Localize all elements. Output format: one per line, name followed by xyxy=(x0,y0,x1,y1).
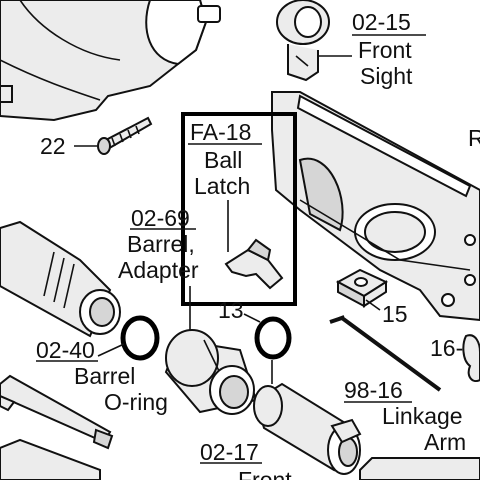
ball-latch-number-label: FA-18 xyxy=(190,119,251,145)
part-15-leader-line xyxy=(365,299,381,311)
right-edge-partial-label: R xyxy=(468,125,480,151)
front-bolt-drawing xyxy=(253,382,362,475)
front-sight-number-label: 02-15 xyxy=(352,9,411,35)
front-sight-name-line2: Sight xyxy=(360,63,413,89)
part-15-drawing xyxy=(335,268,389,308)
barrel-adapter-drawing xyxy=(164,329,258,415)
barrel-oring-leader-line xyxy=(97,343,125,357)
barrel-oring-number-label: 02-40 xyxy=(36,337,95,363)
linkage-arm-name-line2: Arm xyxy=(424,429,466,455)
barrel-oring-name-line1: Barrel xyxy=(74,363,135,389)
ball-latch-highlight-box xyxy=(181,112,297,306)
linkage-arm-name-line1: Linkage xyxy=(382,403,463,429)
barrel-oring-name-line2: O-ring xyxy=(104,389,168,415)
barrel-adapter-name-line2: Adapter xyxy=(118,257,199,283)
barrel-drawing xyxy=(0,220,121,338)
marker-body-drawing xyxy=(0,0,221,122)
screw-number-label: 22 xyxy=(40,133,66,159)
front-sight-name-line1: Front xyxy=(358,37,412,63)
linkage-arm-number-label: 98-16 xyxy=(344,377,403,403)
ball-latch-name-line1: Ball xyxy=(204,147,242,173)
bottom-right-part-drawing xyxy=(359,457,480,480)
front-sight-drawing xyxy=(276,0,330,82)
screw-drawing xyxy=(97,116,153,155)
front-bolt-number-label: 02-17 xyxy=(200,439,259,465)
ball-latch-drawing xyxy=(224,238,284,290)
part-16-number-label: 16- xyxy=(430,335,463,361)
barrel-adapter-name-line1: Barrel, xyxy=(127,231,195,257)
receiver-drawing xyxy=(271,91,480,322)
barrel-oring-drawing xyxy=(120,315,160,361)
rod-drawing xyxy=(0,374,114,480)
front-bolt-name-line1: Front xyxy=(238,467,292,480)
part-15-number-label: 15 xyxy=(382,301,408,327)
oring-13-number-label: 13 xyxy=(218,297,244,323)
oring-13-drawing xyxy=(254,316,292,360)
barrel-adapter-number-label: 02-69 xyxy=(131,205,190,231)
linkage-arm-drawing xyxy=(329,315,442,392)
oring-13-leader-line xyxy=(243,313,261,323)
part-16-drawing xyxy=(462,334,480,382)
ball-latch-name-line2: Latch xyxy=(194,173,250,199)
